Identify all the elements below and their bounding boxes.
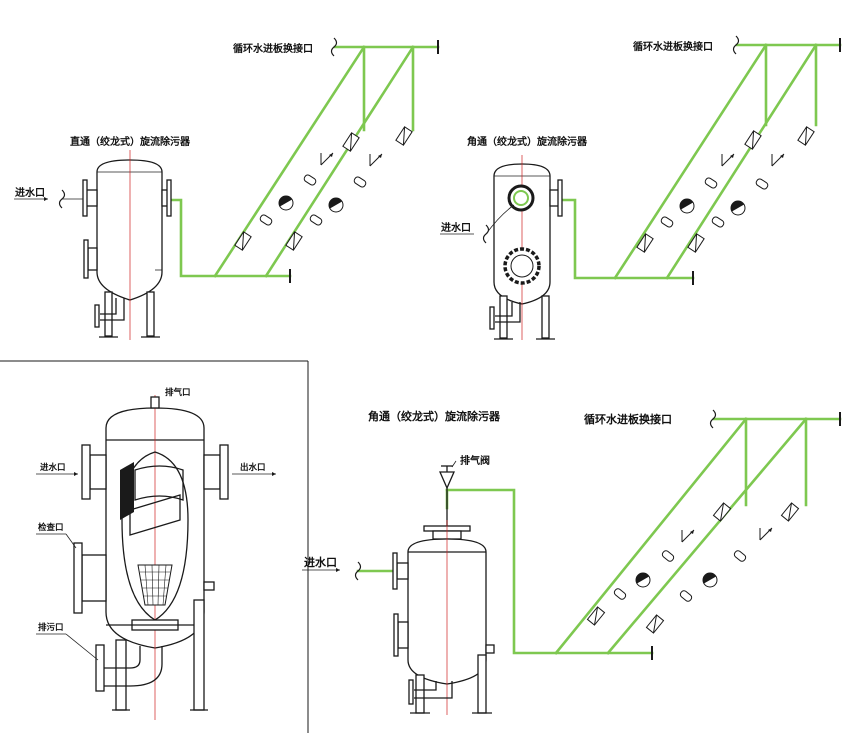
angle-type-separator — [489, 155, 563, 340]
drain-port-label: 排污口 — [38, 622, 64, 633]
panel-bottom-right: 角通（绞龙式）旋流除污器 排气阀 进水口 循环水进板换接口 — [302, 409, 842, 715]
inlet-port-label: 进水口 — [40, 462, 66, 473]
circulation-piping-3 — [354, 409, 842, 660]
angle-type-title-2: 角通（绞龙式）旋流除污器 — [368, 409, 501, 423]
panel-top-left: 直通（绞龙式）旋流除污器 进水口 循环水进板换接口 — [14, 37, 440, 340]
section-view-separator — [73, 395, 229, 720]
inspection-port-label: 检查口 — [38, 522, 64, 533]
inlet-label: 进水口 — [15, 186, 45, 199]
circulation-piping-2 — [558, 35, 842, 285]
loop-connection-label-3: 循环水进板换接口 — [584, 412, 672, 426]
loop-connection-label-2: 循环水进板换接口 — [633, 40, 713, 53]
straight-type-separator — [82, 150, 172, 340]
angle-type-title-1: 角通（绞龙式）旋流除污器 — [467, 135, 588, 148]
inlet-label-3: 进水口 — [304, 555, 337, 569]
vent-valve-label: 排气阀 — [460, 454, 490, 467]
angle-type-separator-2 — [392, 465, 495, 715]
outlet-port-label: 出水口 — [240, 462, 266, 473]
loop-connection-label-1: 循环水进板换接口 — [233, 42, 313, 55]
panel-bottom-left: 排气口 进水口 出水口 检查口 排污口 — [0, 360, 309, 733]
vent-port-label: 排气口 — [165, 387, 191, 398]
circulation-piping — [164, 37, 440, 283]
panel-top-right: 角通（绞龙式）旋流除污器 进水口 循环水进板换接口 — [440, 35, 842, 340]
straight-type-title: 直通（绞龙式）旋流除污器 — [70, 135, 191, 148]
inlet-label-2: 进水口 — [441, 221, 471, 234]
